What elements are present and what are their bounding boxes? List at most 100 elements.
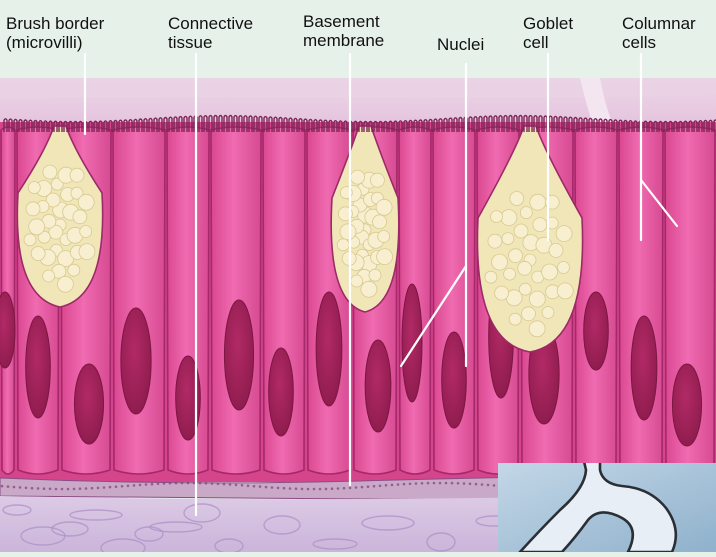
- membrane-dot: [175, 482, 178, 485]
- membrane-dot: [463, 482, 466, 485]
- membrane-dot: [253, 485, 256, 488]
- mucus-granule: [351, 170, 365, 184]
- membrane-dot: [151, 483, 154, 486]
- membrane-dot: [109, 486, 112, 489]
- membrane-dot: [1, 485, 4, 488]
- membrane-dot: [235, 484, 238, 487]
- mucus-granule: [504, 268, 516, 280]
- mucus-granule: [24, 234, 36, 246]
- mucus-granule: [557, 283, 573, 299]
- mucus-granule: [78, 194, 94, 210]
- mucus-granule: [361, 281, 377, 297]
- nucleus: [269, 348, 294, 436]
- mucus-granule: [502, 233, 514, 245]
- nucleus: [631, 316, 657, 420]
- mucus-granule: [373, 215, 387, 229]
- membrane-dot: [337, 487, 340, 490]
- membrane-dot: [457, 482, 460, 485]
- nucleus: [672, 364, 701, 446]
- mucus-granule: [529, 321, 545, 337]
- mucus-granule: [529, 291, 545, 307]
- mucus-granule: [70, 168, 84, 182]
- mucus-granule: [26, 202, 40, 216]
- label-basement-membrane-line2: membrane: [303, 31, 384, 50]
- label-columnar-cells-line2: cells: [622, 33, 696, 52]
- nucleus: [402, 284, 422, 402]
- membrane-dot: [7, 485, 10, 488]
- membrane-dot: [367, 485, 370, 488]
- mucus-granule: [351, 275, 363, 287]
- membrane-dot: [439, 482, 442, 485]
- membrane-dot: [259, 485, 262, 488]
- membrane-dot: [289, 487, 292, 490]
- label-columnar-cells: Columnar cells: [622, 14, 696, 52]
- membrane-dot: [361, 486, 364, 489]
- membrane-dot: [385, 484, 388, 487]
- membrane-dot: [199, 482, 202, 485]
- mucus-granule: [518, 261, 532, 275]
- mucus-granule: [377, 249, 393, 265]
- membrane-dot: [79, 487, 82, 490]
- membrane-dot: [421, 482, 424, 485]
- label-columnar-cells-line1: Columnar: [622, 14, 696, 33]
- membrane-dot: [391, 484, 394, 487]
- membrane-dot: [205, 482, 208, 485]
- membrane-dot: [25, 487, 28, 490]
- membrane-dot: [373, 485, 376, 488]
- membrane-dot: [301, 488, 304, 491]
- membrane-dot: [73, 488, 76, 491]
- membrane-dot: [319, 488, 322, 491]
- membrane-dot: [223, 483, 226, 486]
- membrane-dot: [415, 482, 418, 485]
- membrane-dot: [397, 483, 400, 486]
- membrane-dot: [61, 488, 64, 491]
- membrane-dot: [481, 483, 484, 486]
- label-nuclei-text: Nuclei: [437, 35, 484, 54]
- mucus-granule: [509, 313, 521, 325]
- membrane-dot: [103, 486, 106, 489]
- mucus-granule: [378, 231, 390, 243]
- mucus-granule: [558, 262, 570, 274]
- membrane-dot: [283, 487, 286, 490]
- label-basement-membrane: Basement membrane: [303, 12, 384, 50]
- nucleus: [74, 364, 103, 444]
- label-connective-tissue-line2: tissue: [168, 33, 253, 52]
- membrane-dot: [451, 482, 454, 485]
- membrane-dot: [487, 484, 490, 487]
- mucus-granule: [509, 249, 523, 263]
- membrane-dot: [493, 484, 496, 487]
- membrane-dot: [427, 482, 430, 485]
- membrane-dot: [139, 484, 142, 487]
- nucleus: [442, 332, 467, 428]
- mucus-granule: [485, 271, 497, 283]
- mucus-granule: [514, 224, 528, 238]
- membrane-dot: [145, 483, 148, 486]
- mucus-granule: [495, 286, 509, 300]
- membrane-dot: [241, 484, 244, 487]
- membrane-dot: [181, 482, 184, 485]
- mucus-granule: [340, 224, 356, 240]
- mucus-granule: [370, 173, 384, 187]
- label-basement-membrane-line1: Basement: [303, 12, 384, 31]
- mucus-granule: [79, 244, 95, 260]
- label-goblet-cell-line1: Goblet: [523, 14, 573, 33]
- mucus-granule: [488, 234, 502, 248]
- nucleus: [121, 308, 151, 414]
- membrane-dot: [127, 485, 130, 488]
- mucus-granule: [533, 218, 547, 232]
- label-nuclei: Nuclei: [437, 35, 484, 54]
- membrane-dot: [49, 488, 52, 491]
- membrane-dot: [433, 482, 436, 485]
- membrane-dot: [37, 487, 40, 490]
- mucus-granule: [542, 307, 554, 319]
- label-connective-tissue: Connective tissue: [168, 14, 253, 52]
- mucus-granule: [492, 254, 508, 270]
- membrane-dot: [121, 485, 124, 488]
- nucleus: [365, 340, 391, 432]
- membrane-dot: [403, 483, 406, 486]
- membrane-dot: [379, 485, 382, 488]
- mucus-granule: [28, 182, 40, 194]
- mucus-granule: [542, 264, 558, 280]
- membrane-dot: [115, 485, 118, 488]
- membrane-dot: [19, 486, 22, 489]
